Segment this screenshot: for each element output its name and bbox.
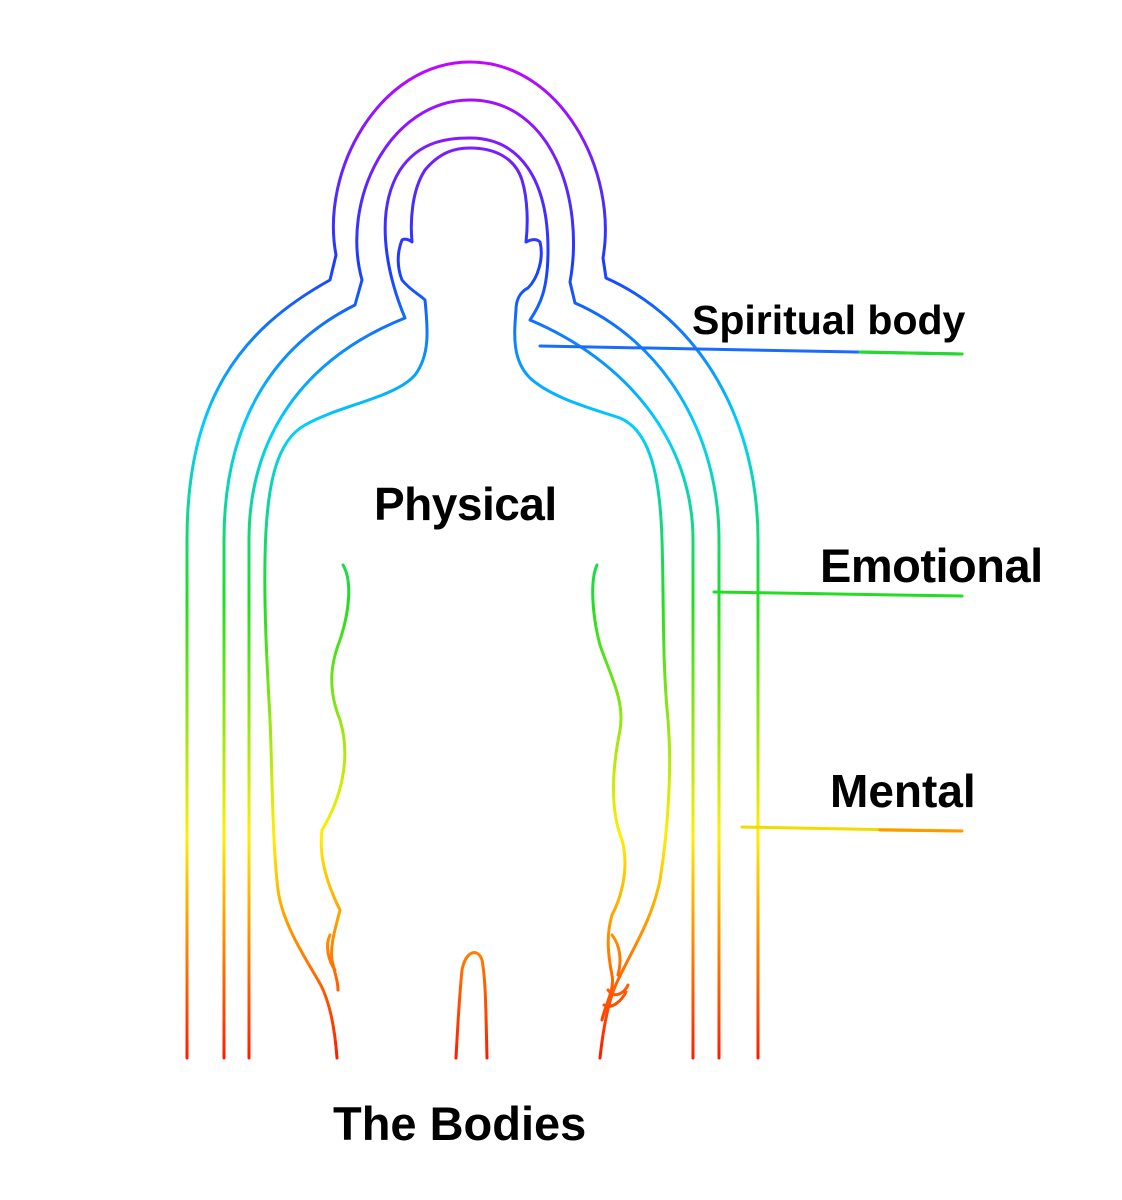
spiritual-body-label: Spiritual body — [692, 297, 966, 343]
left-hand-detail — [326, 933, 337, 972]
physical-body-outline — [263, 146, 672, 1060]
emotional-body-label: Emotional — [820, 539, 1043, 592]
emotional-body-outline — [222, 98, 721, 1060]
right-hand-detail — [602, 933, 630, 1008]
spiritual-pointer-tail — [858, 350, 964, 356]
mental-body-outline — [185, 60, 760, 1060]
mental-body-label: Mental — [830, 765, 976, 817]
emotional-pointer-line — [712, 590, 964, 598]
mental-pointer-tail — [878, 828, 964, 833]
leg-gap — [454, 951, 489, 1060]
diagram-title: The Bodies — [333, 1097, 587, 1150]
left-arm-contour — [319, 563, 351, 992]
right-arm-contour — [591, 563, 627, 1022]
physical-body-label: Physical — [374, 478, 557, 530]
spiritual-body-outline — [247, 136, 695, 1060]
